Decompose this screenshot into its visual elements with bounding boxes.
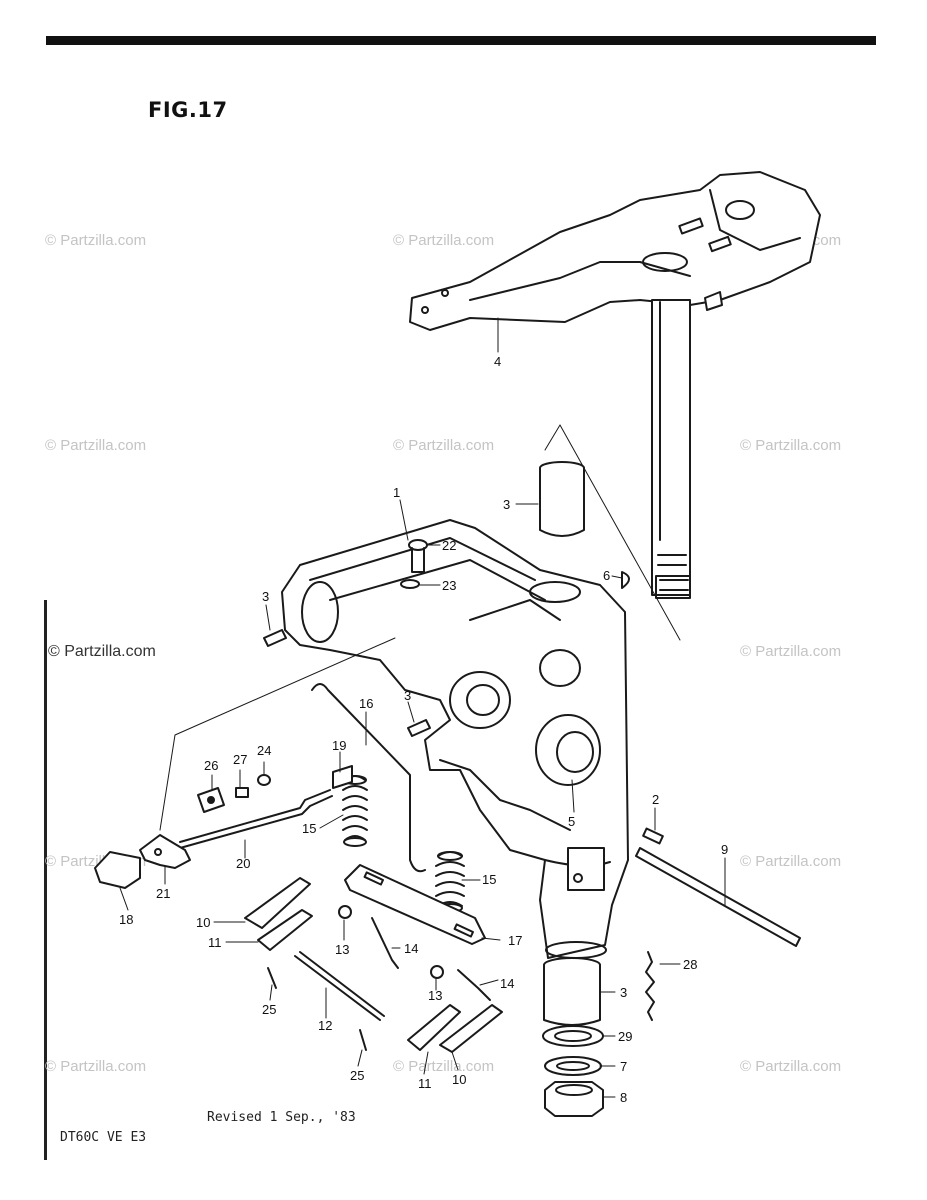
part-25-cotter-pin-a [267, 967, 277, 989]
part-11-arm-right [407, 1004, 461, 1051]
part-14-spring-lower [457, 969, 491, 1001]
part-20-rod [179, 789, 333, 849]
callout-14: 14 [404, 941, 418, 956]
callout-12: 12 [318, 1018, 332, 1033]
callout-3: 3 [620, 985, 627, 1000]
callout-27: 27 [233, 752, 247, 767]
top-border-bar [46, 36, 876, 45]
callout-20: 20 [236, 856, 250, 871]
callout-14: 14 [500, 976, 514, 991]
part-18-pad [94, 851, 141, 889]
model-code: DT60C VE E3 [60, 1130, 147, 1145]
callout-19: 19 [332, 738, 346, 753]
callout-3: 3 [262, 589, 269, 604]
part-22-bolt [408, 539, 428, 573]
figure-title: FIG.17 [148, 98, 228, 122]
part-7-washer [544, 1056, 602, 1076]
part-8-nut [544, 1081, 604, 1117]
part-3-fitting-a [263, 629, 287, 647]
callout-25: 25 [350, 1068, 364, 1083]
callout-29: 29 [618, 1029, 632, 1044]
callout-18: 18 [119, 912, 133, 927]
part-9-tilt-rod [635, 847, 801, 947]
part-16-link-rod [311, 683, 426, 873]
callout-26: 26 [204, 758, 218, 773]
callout-3: 3 [404, 688, 411, 703]
callout-11: 11 [208, 935, 222, 950]
callout-6: 6 [603, 568, 610, 583]
callout-28: 28 [683, 957, 697, 972]
callout-10: 10 [196, 915, 210, 930]
callout-15: 15 [482, 872, 496, 887]
watermark: © Partzilla.com [740, 643, 842, 660]
part-24-washer [257, 774, 271, 786]
watermark: © Partzilla.com [45, 232, 147, 249]
callout-10: 10 [452, 1072, 466, 1087]
watermark: © Partzilla.com [48, 643, 156, 660]
part-1-swivel-bracket [281, 519, 629, 959]
callout-21: 21 [156, 886, 170, 901]
part-13-clip-upper [338, 905, 352, 919]
callout-1: 1 [393, 485, 400, 500]
part-15-spring-right [435, 851, 465, 913]
watermark: © Partzilla.com [45, 437, 147, 454]
callout-16: 16 [359, 696, 373, 711]
part-23-washer [400, 579, 420, 589]
part-6-cap [621, 571, 630, 589]
part-11-arm-left [257, 909, 313, 951]
watermark: © Partzilla.com [740, 853, 842, 870]
part-14-spring-upper [371, 917, 399, 969]
callout-9: 9 [721, 842, 728, 857]
part-3-fitting-b [407, 719, 431, 737]
part-21-lever-bracket [139, 834, 191, 869]
watermark: © Partzilla.com [45, 1058, 147, 1075]
watermark: © Partzilla.com [393, 232, 495, 249]
watermark: © Partzilla.com [740, 1058, 842, 1075]
callout-13: 13 [335, 942, 349, 957]
callout-labels: 4 3 1 22 23 3 3 6 2 9 5 16 19 15 15 17 2… [119, 354, 728, 1105]
part-2-grease-nipple [642, 827, 664, 845]
watermark: © Partzilla.com [393, 437, 495, 454]
callout-7: 7 [620, 1059, 627, 1074]
callout-25: 25 [262, 1002, 276, 1017]
left-border-bar [44, 600, 47, 1160]
part-12-pin [294, 951, 385, 1021]
callout-leaders [119, 317, 726, 1098]
callout-22: 22 [442, 538, 456, 553]
callout-15: 15 [302, 821, 316, 836]
watermark: © Partzilla.com [393, 1058, 495, 1075]
callout-4: 4 [494, 354, 501, 369]
watermark: © Partzilla.com [740, 437, 842, 454]
part-10-arm-right [439, 1004, 503, 1053]
callout-8: 8 [620, 1090, 627, 1105]
callout-3: 3 [503, 497, 510, 512]
revision-note: Revised 1 Sep., '83 [207, 1110, 356, 1125]
part-3-bushing-lower [543, 957, 601, 1026]
part-28-spring [645, 951, 655, 1021]
callout-13: 13 [428, 988, 442, 1003]
callout-5: 5 [568, 814, 575, 829]
part-29-washer [542, 1025, 604, 1047]
part-25-cotter-pin-b [359, 1029, 367, 1051]
part-26-grip [197, 787, 225, 813]
callout-17: 17 [508, 933, 522, 948]
part-13-clip-lower [430, 965, 444, 979]
callout-24: 24 [257, 743, 271, 758]
part-3-bushing-upper [539, 461, 585, 537]
part-4-steering-bracket [409, 171, 821, 599]
callout-2: 2 [652, 792, 659, 807]
part-10-arm-left [244, 877, 311, 929]
callout-23: 23 [442, 578, 456, 593]
part-19-collar [332, 765, 353, 789]
callout-11: 11 [418, 1076, 432, 1091]
part-15-spring-left [342, 775, 368, 847]
part-27-screw [235, 787, 249, 798]
